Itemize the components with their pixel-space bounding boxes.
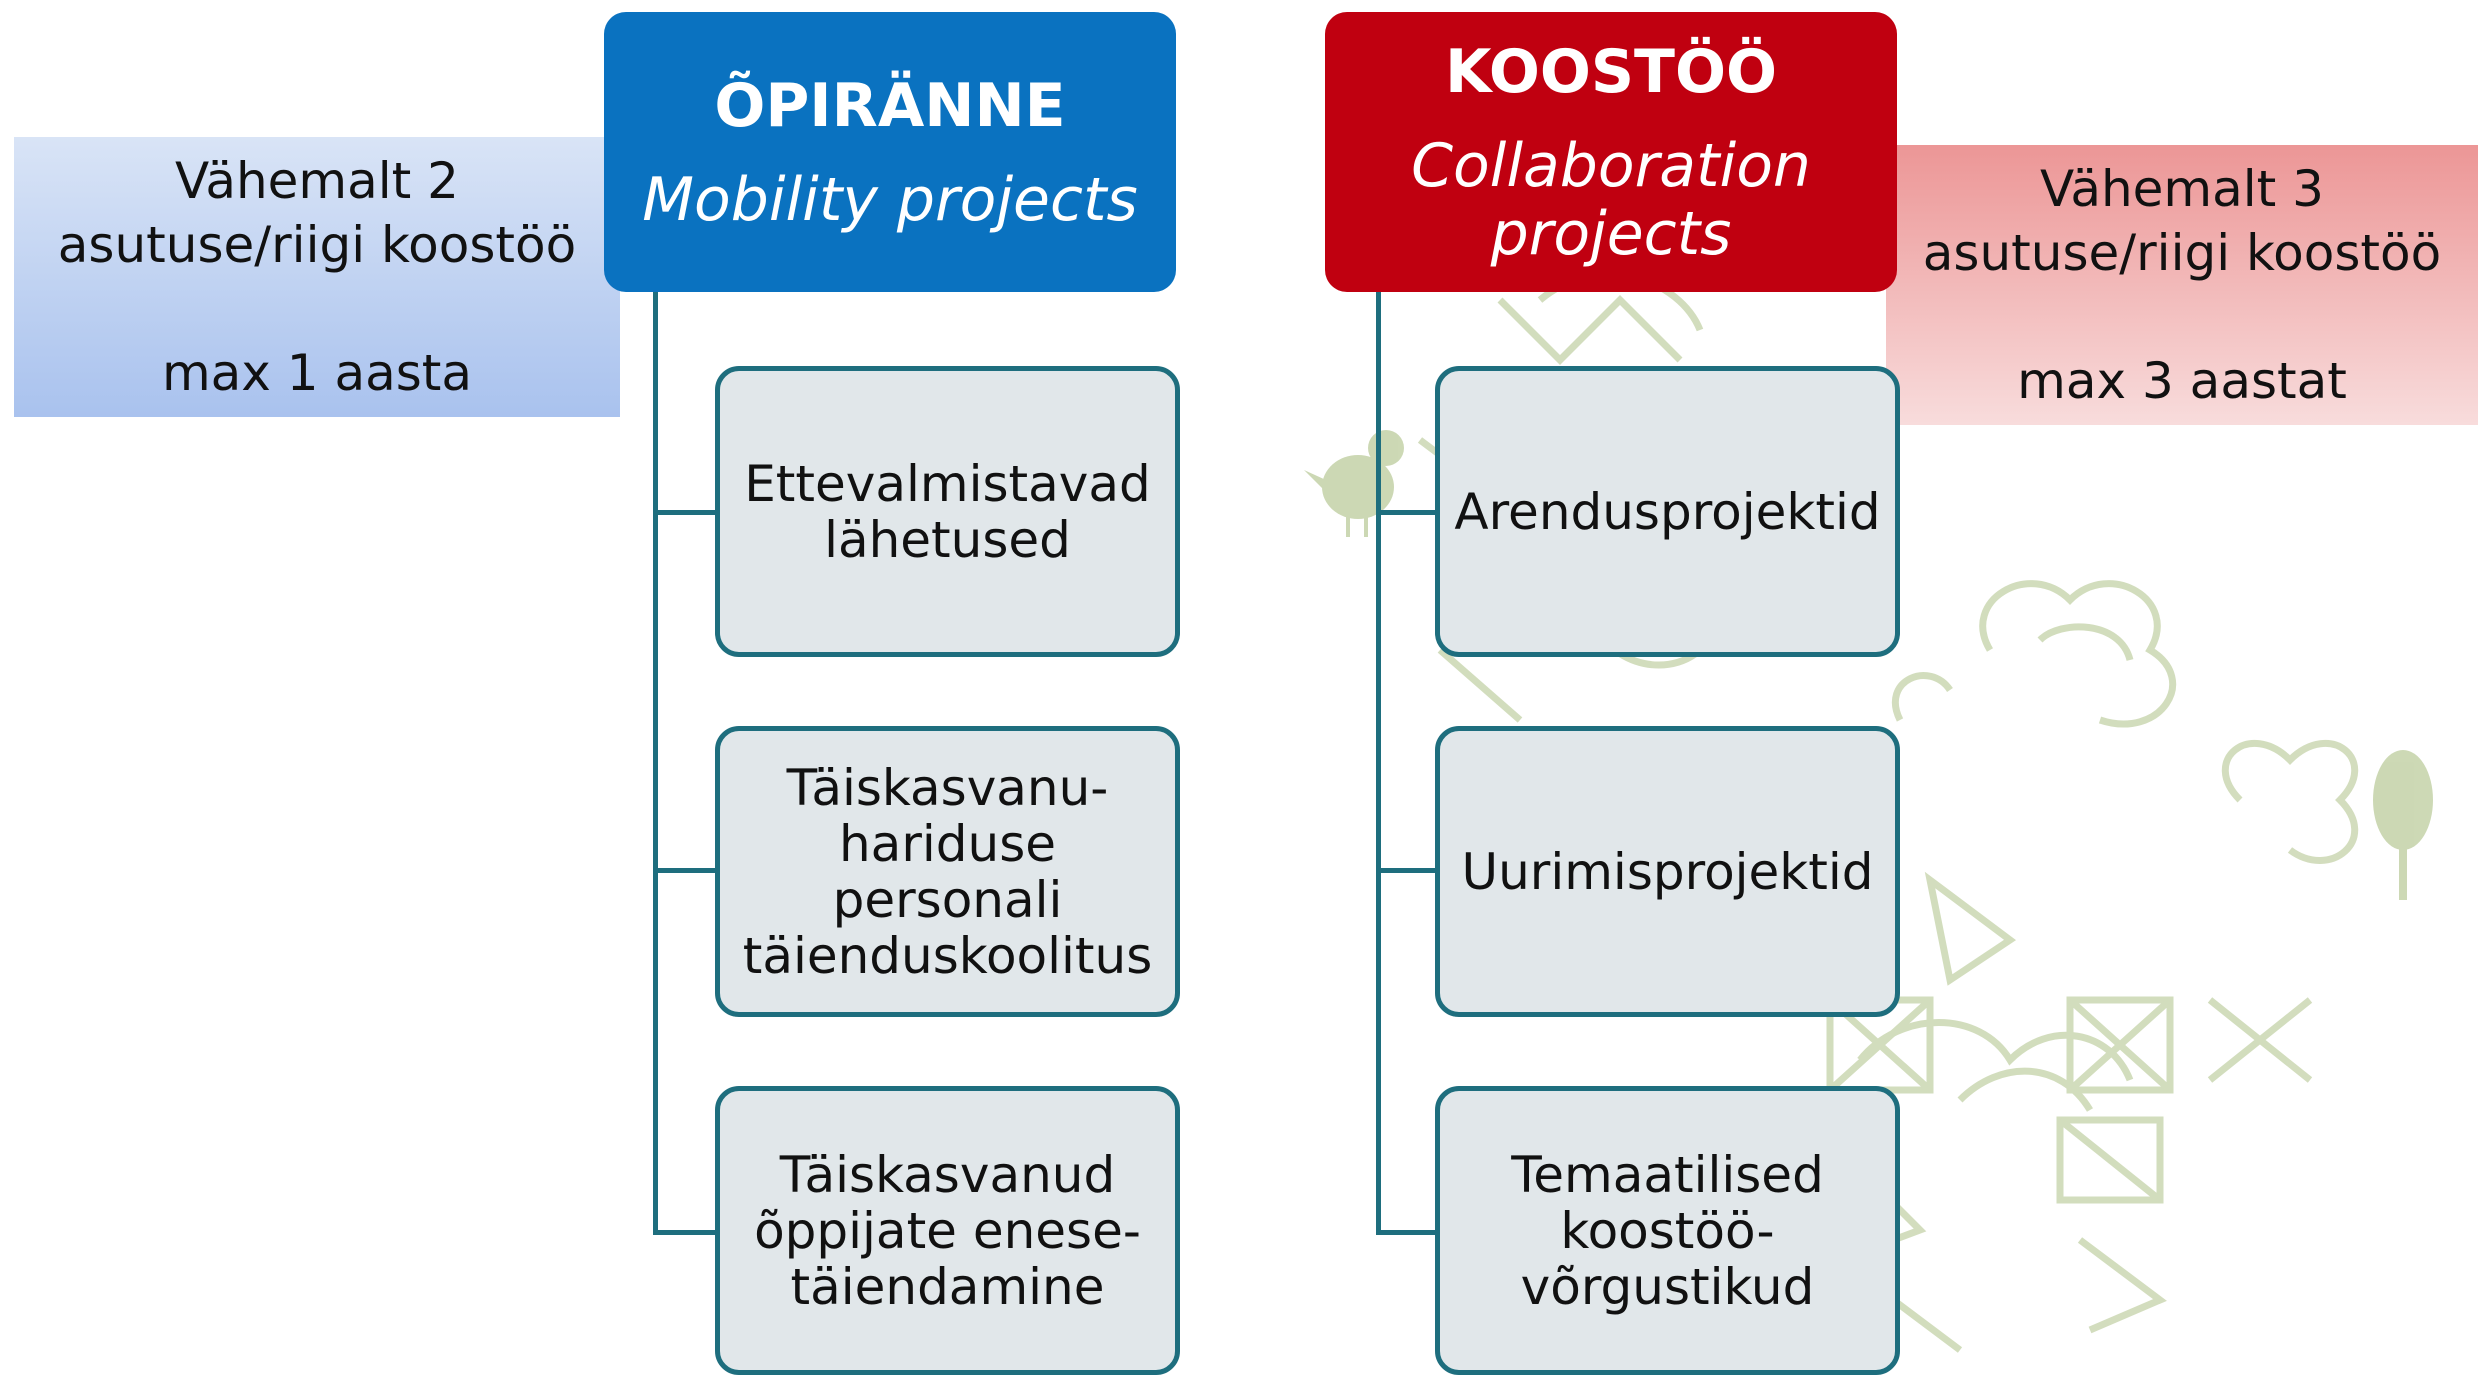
- collaboration-item-3-label: Temaatilised koostöö-võrgustikud: [1511, 1145, 1824, 1316]
- mobility-subtitle: Mobility projects: [642, 165, 1138, 235]
- mobility-header: ÕPIRÄNNE Mobility projects: [604, 12, 1176, 292]
- mobility-item-3: Täiskasvanud õppijate enese-täiendamine: [715, 1086, 1180, 1375]
- collaboration-connector-trunk: [1376, 290, 1381, 1235]
- mobility-side-note-line-2: asutuse/riigi koostöö: [57, 216, 577, 274]
- collaboration-side-note-line-2: asutuse/riigi koostöö: [1922, 224, 2442, 282]
- collaboration-title: KOOSTÖÖ: [1445, 37, 1777, 107]
- collaboration-side-note-line-1: Vähemalt 3: [2040, 160, 2324, 218]
- mobility-side-note: Vähemalt 2 asutuse/riigi koostöö max 1 a…: [14, 137, 620, 417]
- mobility-item-1-label: Ettevalmistavad lähetused: [744, 454, 1151, 569]
- collaboration-item-1: Arendusprojektid: [1435, 366, 1900, 657]
- collaboration-item-1-label: Arendusprojektid: [1454, 482, 1881, 541]
- collaboration-connector-branch-1: [1376, 510, 1436, 515]
- mobility-connector-branch-1: [653, 510, 717, 515]
- mobility-connector-trunk: [653, 290, 658, 1235]
- mobility-item-2: Täiskasvanu-hariduse personali täiendusk…: [715, 726, 1180, 1017]
- mobility-item-2-label: Täiskasvanu-hariduse personali täiendusk…: [742, 758, 1153, 985]
- collaboration-connector-branch-2: [1376, 868, 1436, 873]
- mobility-title: ÕPIRÄNNE: [714, 71, 1066, 141]
- mobility-side-note-line-1: Vähemalt 2: [175, 152, 459, 210]
- mobility-side-note-line-3: max 1 aasta: [161, 344, 473, 402]
- collaboration-subtitle-line-1: Collaboration: [1411, 131, 1811, 201]
- mobility-item-3-label: Täiskasvanud õppijate enese-täiendamine: [754, 1145, 1141, 1316]
- collaboration-item-3: Temaatilised koostöö-võrgustikud: [1435, 1086, 1900, 1375]
- mobility-connector-branch-3: [653, 1230, 717, 1235]
- collaboration-connector-branch-3: [1376, 1230, 1436, 1235]
- mobility-item-1: Ettevalmistavad lähetused: [715, 366, 1180, 657]
- collaboration-item-2-label: Uurimisprojektid: [1461, 842, 1874, 901]
- mobility-connector-branch-2: [653, 868, 717, 873]
- collaboration-header: KOOSTÖÖ Collaboration projects: [1325, 12, 1897, 292]
- collaboration-side-note: Vähemalt 3 asutuse/riigi koostöö max 3 a…: [1886, 145, 2478, 425]
- collaboration-side-note-line-3: max 3 aastat: [2017, 352, 2347, 410]
- collaboration-subtitle-line-2: projects: [1490, 199, 1732, 269]
- collaboration-item-2: Uurimisprojektid: [1435, 726, 1900, 1017]
